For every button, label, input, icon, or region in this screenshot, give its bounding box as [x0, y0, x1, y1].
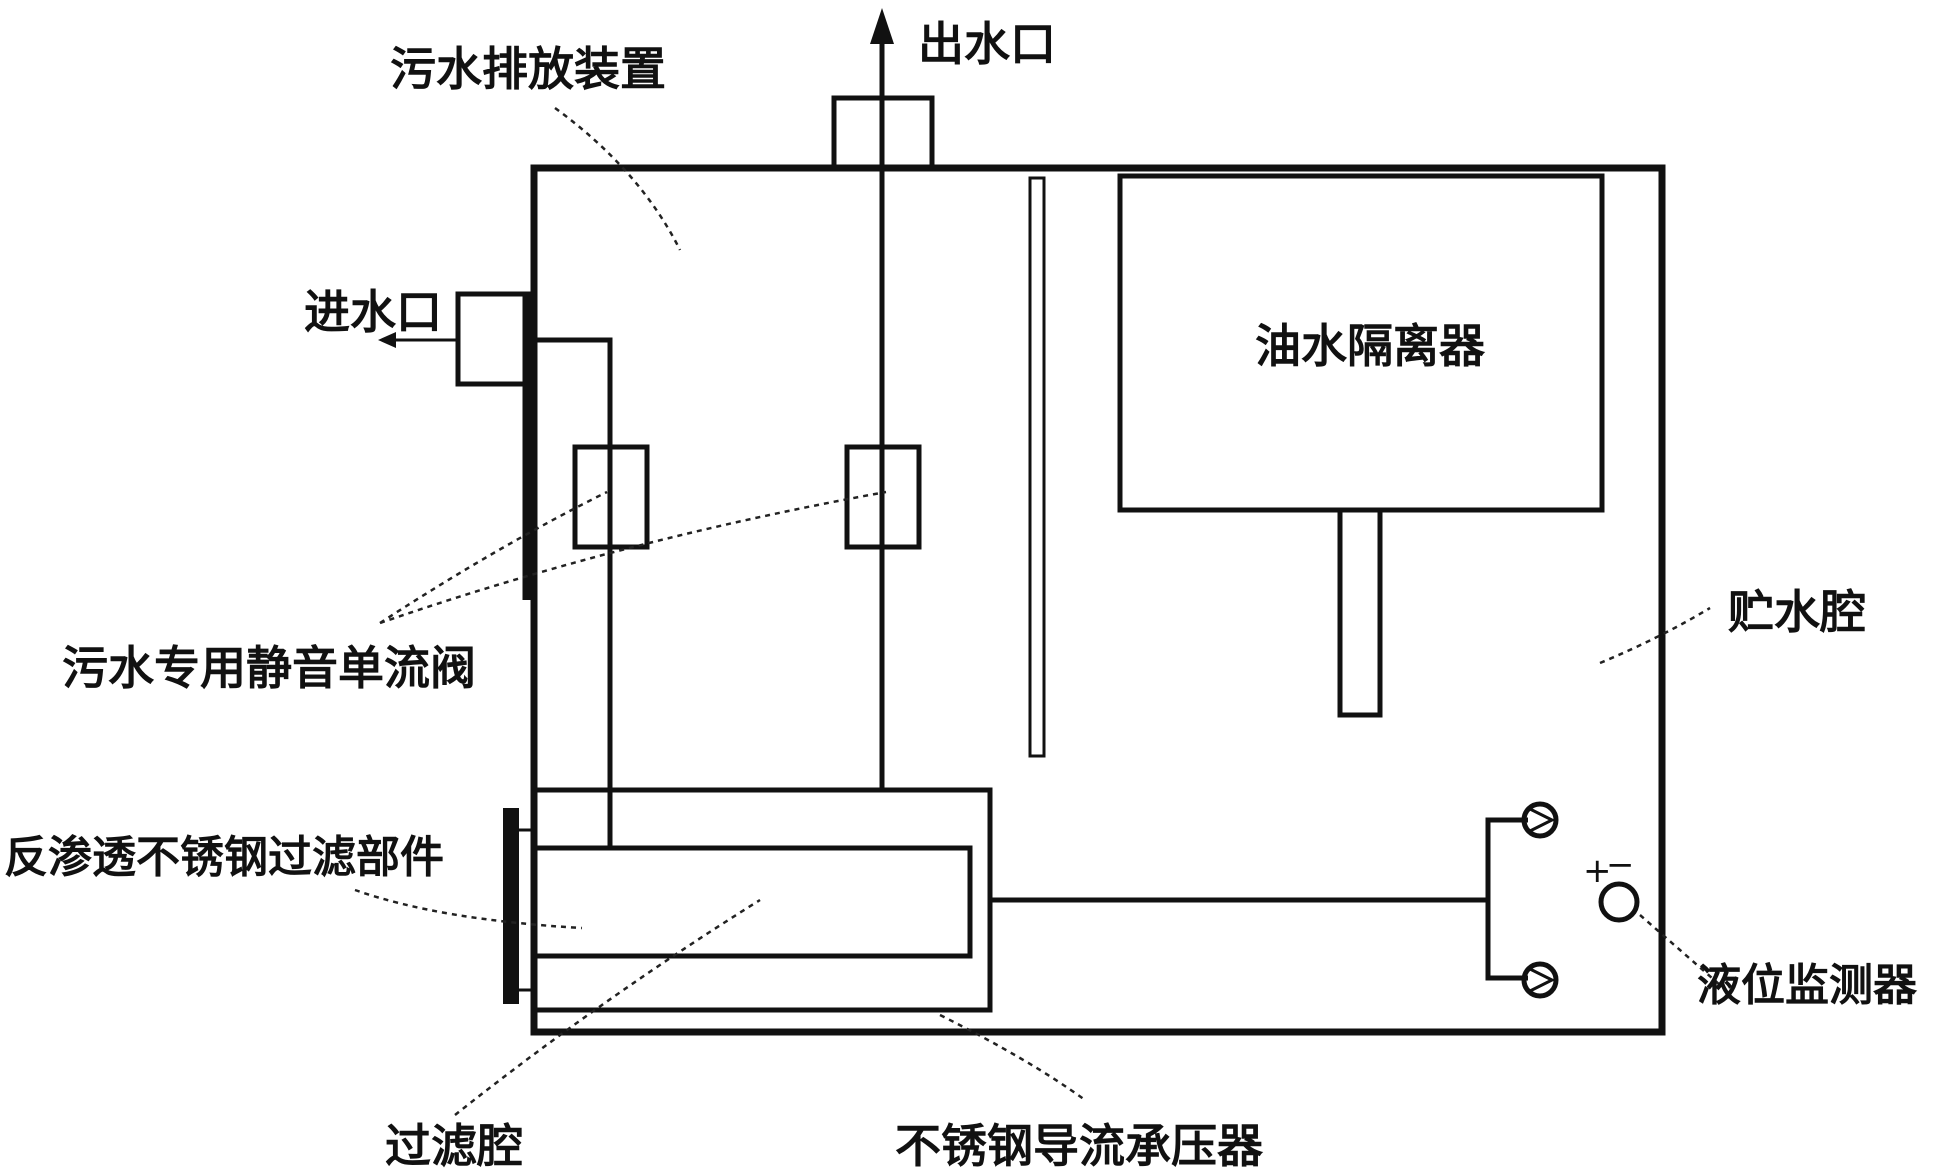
- filter-side-plate: [503, 808, 519, 1004]
- monitor-plus-sign: +: [1583, 851, 1612, 891]
- leader-ro-filter: [354, 888, 583, 930]
- sensor-bottom-mark: [1527, 966, 1556, 994]
- level-monitor-sensor: [1598, 881, 1640, 923]
- check-valve-left: [572, 444, 650, 550]
- leader-check-valve-left: [379, 490, 608, 625]
- inlet-pipe: [534, 337, 613, 848]
- label-sewage-device: 污水排放装置: [390, 42, 666, 96]
- ro-filter-element: [531, 845, 973, 959]
- main-housing: [530, 164, 1666, 1036]
- leader-filter-cavity: [454, 898, 761, 1116]
- leader-level-monitor: [1639, 914, 1721, 986]
- leader-check-valve-right: [379, 490, 887, 625]
- monitor-minus-sign: −: [1606, 845, 1635, 885]
- check-valve-right: [844, 444, 922, 550]
- level-sensor-top: [1521, 801, 1559, 839]
- label-pressure-bearer: 不锈钢导流承压器: [895, 1119, 1264, 1172]
- label-water-storage: 贮水腔: [1728, 585, 1866, 639]
- level-sensor-bottom: [1521, 961, 1559, 999]
- monitor-bracket: [1485, 817, 1528, 981]
- label-filter-cavity: 过滤腔: [385, 1119, 523, 1172]
- leader-pressure-bearer: [939, 1013, 1086, 1102]
- separator-stem: [1337, 507, 1383, 718]
- inlet-arrow-icon: [378, 332, 396, 348]
- leader-water-storage: [1599, 606, 1711, 665]
- sensor-top-mark: [1527, 806, 1556, 834]
- baffle-plate: [1028, 176, 1046, 758]
- label-check-valve: 污水专用静音单流阀: [62, 641, 476, 695]
- pressure-bearer-box: [531, 787, 993, 1013]
- label-inlet: 进水口: [304, 285, 442, 339]
- label-ro-filter: 反渗透不锈钢过滤部件: [4, 832, 444, 883]
- label-outlet: 出水口: [918, 17, 1056, 71]
- outlet-arrow-icon: [870, 8, 894, 44]
- label-level-monitor: 液位监测器: [1697, 960, 1918, 1011]
- label-oil-water-separator: 油水隔离器: [1255, 319, 1486, 373]
- leader-sewage-device: [554, 106, 682, 251]
